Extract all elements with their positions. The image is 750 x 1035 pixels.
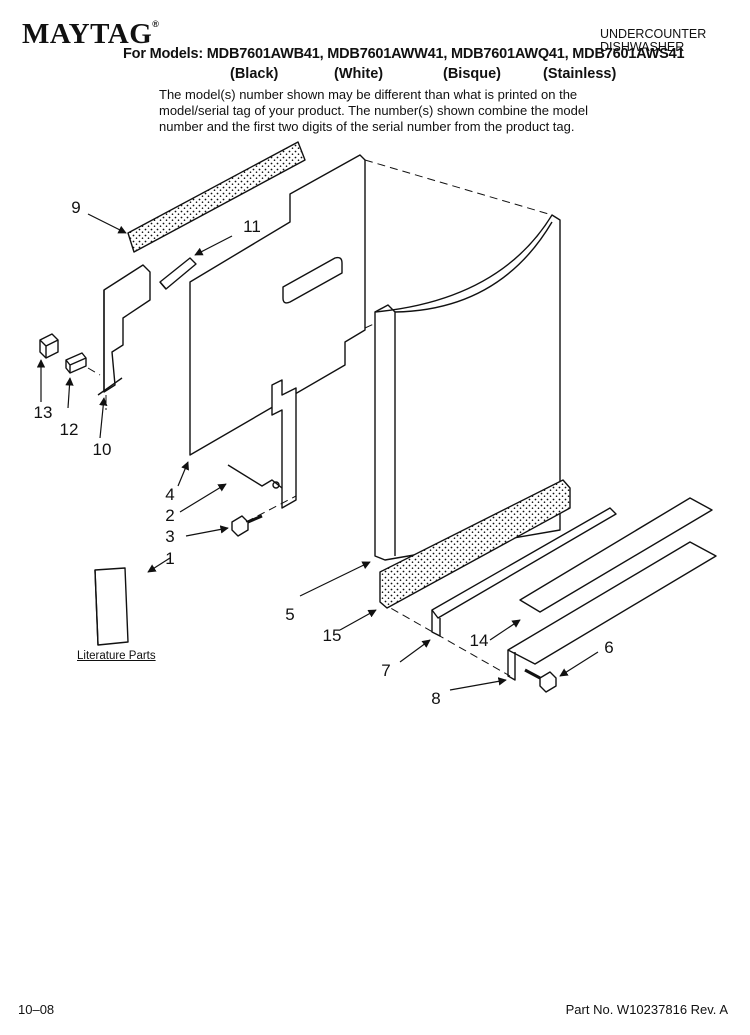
part-3-screw: [231, 514, 263, 537]
footer-date: 10–08: [18, 1002, 55, 1017]
callout-12: 12: [59, 420, 79, 439]
model-note-line-1: The model(s) number shown may be differe…: [159, 87, 578, 102]
callout-10: 10: [92, 440, 112, 459]
callout-11: 11: [243, 217, 261, 236]
color-stainless: (Stainless): [543, 66, 617, 82]
literature-parts-link[interactable]: Literature Parts: [77, 650, 156, 662]
part-10-side-bracket: [97, 264, 151, 396]
callout-5: 5: [285, 605, 295, 624]
part-14-trim-strip: [519, 497, 713, 613]
part-9-top-insulation-strip: [127, 141, 306, 253]
callout-4: 4: [165, 485, 175, 504]
callout-6: 6: [604, 638, 614, 657]
callout-1: 1: [165, 549, 175, 568]
appliance-type: UNDERCOUNTER DISHWASHER: [600, 28, 720, 54]
appliance-line-1: UNDERCOUNTER: [600, 27, 707, 41]
model-note-line-3: number and the first two digits of the s…: [159, 119, 575, 134]
part-6-screw: [524, 668, 557, 693]
part-4-side-panel: [189, 154, 366, 456]
model-note: The model(s) number shown may be differe…: [159, 87, 619, 135]
callout-3: 3: [165, 527, 175, 546]
model-note-line-2: model/serial tag of your product. The nu…: [159, 103, 588, 118]
registered-mark: ®: [152, 19, 160, 29]
part-15-toekick-insulation: [379, 479, 571, 609]
brand-logo: MAYTAG®: [22, 20, 159, 49]
callout-14: 14: [469, 631, 489, 650]
callout-13: 13: [33, 403, 53, 422]
color-white: (White): [334, 66, 384, 82]
part-1-literature: [94, 567, 129, 646]
callout-15: 15: [322, 626, 342, 645]
part-5-door-panel: [374, 214, 561, 561]
callout-8: 8: [431, 689, 441, 708]
brand-name: MAYTAG: [22, 18, 153, 50]
callout-9: 9: [71, 198, 81, 217]
part-11-spacer-pad: [159, 257, 197, 290]
appliance-line-2: DISHWASHER: [600, 40, 685, 54]
part-8-toe-panel: [507, 541, 717, 681]
part-13-clip: [39, 333, 59, 359]
color-black: (Black): [230, 66, 279, 82]
footer-part-number: Part No. W10237816 Rev. A: [565, 1002, 728, 1017]
callout-7: 7: [381, 661, 391, 680]
part-7-toekick-bracket: [431, 507, 617, 637]
models-line: For Models: MDB7601AWB41, MDB7601AWW41, …: [123, 46, 685, 62]
part-2-hinge-bracket: [227, 379, 297, 509]
part-12-block: [65, 352, 87, 374]
callout-2: 2: [165, 506, 175, 525]
color-bisque: (Bisque): [443, 66, 501, 82]
